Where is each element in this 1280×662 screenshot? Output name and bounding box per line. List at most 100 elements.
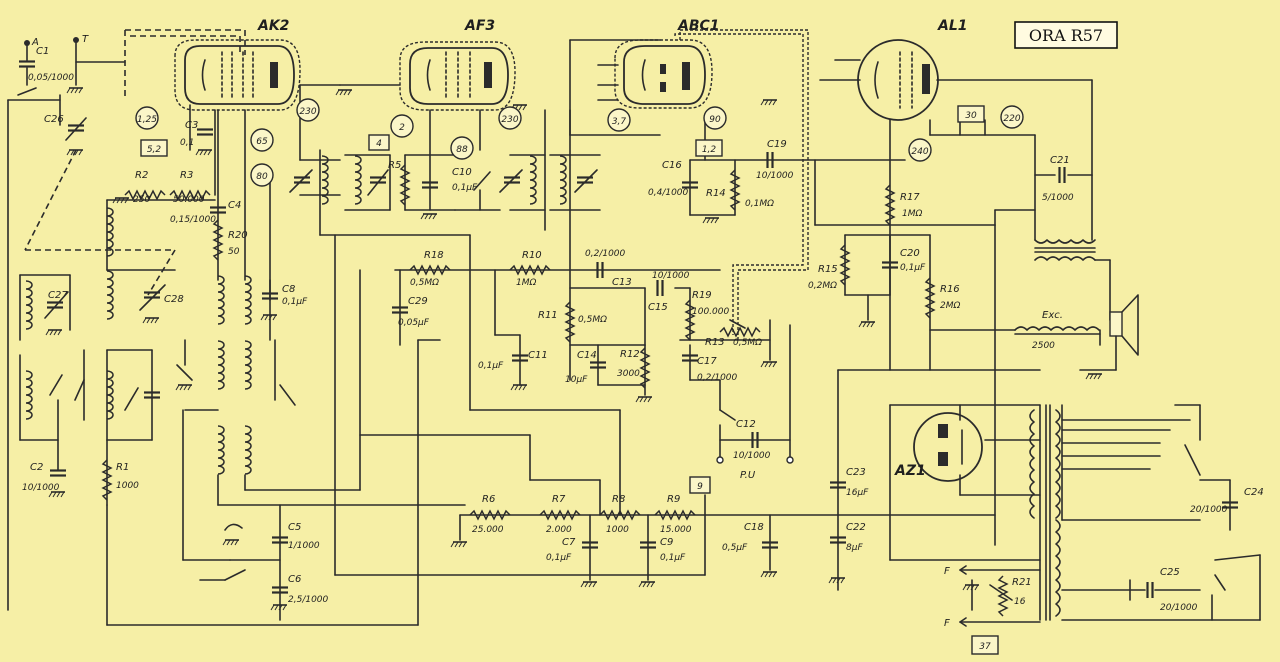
label-c4: C4 [228, 200, 241, 211]
voltage-box: 30 [965, 111, 977, 121]
label-r21: R21 [1012, 577, 1032, 588]
value-r16: 2MΩ [940, 301, 960, 311]
label-c13: C13 [612, 277, 632, 288]
fuse-label-top: F [944, 566, 950, 577]
label-c3: C3 [185, 120, 198, 131]
if-transformer-1 [289, 84, 471, 236]
label-r6: R6 [482, 494, 495, 505]
tube-ak2: AK2 [174, 18, 301, 111]
value-c10: 0,1μF [452, 183, 478, 193]
voltage-circle: 220 [1003, 114, 1020, 124]
label-c22: C22 [846, 522, 866, 533]
oscillator-coils: C27 C2 10/1000 C28 R1 1000 [19, 199, 419, 626]
value-r15: 0,2MΩ [808, 281, 837, 291]
ak2-grid-network: R2 250 R3 50.000 C3 0,1 C4 0,15/1000 R20… [106, 104, 466, 621]
voltage-box: 37 [979, 642, 991, 652]
label-c25: C25 [1160, 567, 1180, 578]
value-c12: 10/1000 [733, 451, 771, 461]
label-r11: R11 [538, 310, 558, 321]
voltage-circle: 3,7 [612, 117, 627, 127]
value-c11: 0,1μF [478, 361, 504, 371]
label-c18: C18 [744, 522, 764, 533]
value-c15: 10/1000 [652, 271, 690, 281]
label-r9: R9 [667, 494, 680, 505]
label-r1: R1 [116, 462, 129, 473]
value-r20: 50 [228, 247, 240, 257]
terminal-antenna-label: A [31, 37, 39, 48]
value-c8: 0,1μF [282, 297, 308, 307]
label-r16: R16 [940, 284, 960, 295]
voltage-circle: 80 [256, 172, 268, 182]
value-r12: 3000 [617, 369, 640, 379]
value-c6: 2,5/1000 [288, 595, 329, 605]
value-r2: 250 [133, 195, 150, 205]
value-c23: 16μF [846, 488, 869, 498]
label-c17: C17 [697, 356, 717, 367]
output-transformer [1034, 239, 1139, 380]
value-r1: 1000 [116, 481, 139, 491]
value-c29: 0,05μF [398, 318, 430, 328]
abc1-output-network: C19 10/1000 C16 0,4/1000 R14 0,1MΩ [597, 29, 906, 340]
value-r8: 1000 [606, 525, 629, 535]
voltage-circle: 2 [399, 123, 405, 133]
label-r20: R20 [228, 230, 248, 241]
value-c4: 0,15/1000 [170, 215, 216, 225]
label-r5: R5 [388, 160, 401, 171]
value-r17: 1MΩ [902, 209, 922, 219]
label-r15: R15 [818, 264, 838, 275]
voltage-box: 9 [697, 482, 703, 492]
label-c28: C28 [164, 294, 184, 305]
value-c13: 0,2/1000 [585, 249, 626, 259]
label-r7: R7 [552, 494, 566, 505]
label-c27: C27 [48, 290, 68, 301]
label-c8: C8 [282, 284, 295, 295]
voltage-circle: 240 [911, 147, 928, 157]
value-r9: 15.000 [660, 525, 692, 535]
value-exc: 2500 [1032, 341, 1055, 351]
value-c7: 0,1μF [546, 553, 572, 563]
voltage-box: 5,2 [147, 145, 162, 155]
label-r3: R3 [180, 170, 193, 181]
label-c19: C19 [767, 139, 787, 150]
value-c17: 0,2/1000 [697, 373, 738, 383]
value-r14: 0,1MΩ [745, 199, 774, 209]
value-c21: 5/1000 [1042, 193, 1074, 203]
value-c25: 20/1000 [1160, 603, 1198, 613]
label-c20: C20 [900, 248, 920, 259]
voltage-circle: 90 [709, 115, 721, 125]
value-r3: 50.000 [173, 195, 205, 205]
value-r18: 0,5MΩ [410, 278, 439, 288]
label-r17: R17 [900, 192, 920, 203]
label-c26: C26 [44, 114, 64, 125]
value-r6: 25.000 [472, 525, 504, 535]
tube-label-af3: AF3 [464, 18, 495, 34]
label-c14: C14 [577, 350, 597, 361]
antenna-section: A C1 0,05/1000 T C26 [7, 29, 246, 611]
value-r11: 0,5MΩ [578, 315, 607, 325]
tube-af3: AF3 [399, 18, 516, 111]
value-c20: 0,1μF [900, 263, 926, 273]
label-c23: C23 [846, 467, 866, 478]
value-r10: 1MΩ [516, 278, 536, 288]
tube-az1: AZ1 [894, 412, 983, 482]
if-transformer-2 [499, 39, 661, 271]
label-c10: C10 [452, 167, 472, 178]
value-r21: 16 [1014, 597, 1026, 607]
pickup-label: P.U [740, 470, 756, 481]
label-c15: C15 [648, 302, 668, 313]
label-exc: Exc. [1042, 310, 1063, 321]
label-c12: C12 [736, 419, 756, 430]
label-c21: C21 [1050, 155, 1070, 166]
tube-abc1: ABC1 [614, 18, 720, 109]
tube-label-abc1: ABC1 [677, 18, 720, 34]
fuse-label-bottom: F [944, 618, 950, 629]
terminal-earth-label: T [82, 34, 89, 45]
value-c2: 10/1000 [22, 483, 60, 493]
value-c24: 20/1000 [1190, 505, 1228, 515]
detector-network: R18 0,5MΩ R10 1MΩ C29 0,05μF C11 0,1μF 0… [390, 249, 794, 481]
voltage-markers: 1,25 230 65 80 2 88 230 3,7 90 240 220 5… [135, 98, 1024, 655]
voltage-circle: 230 [299, 107, 316, 117]
value-r13: 0,5MΩ [733, 338, 762, 348]
title-label: ORA R57 [1029, 26, 1103, 45]
